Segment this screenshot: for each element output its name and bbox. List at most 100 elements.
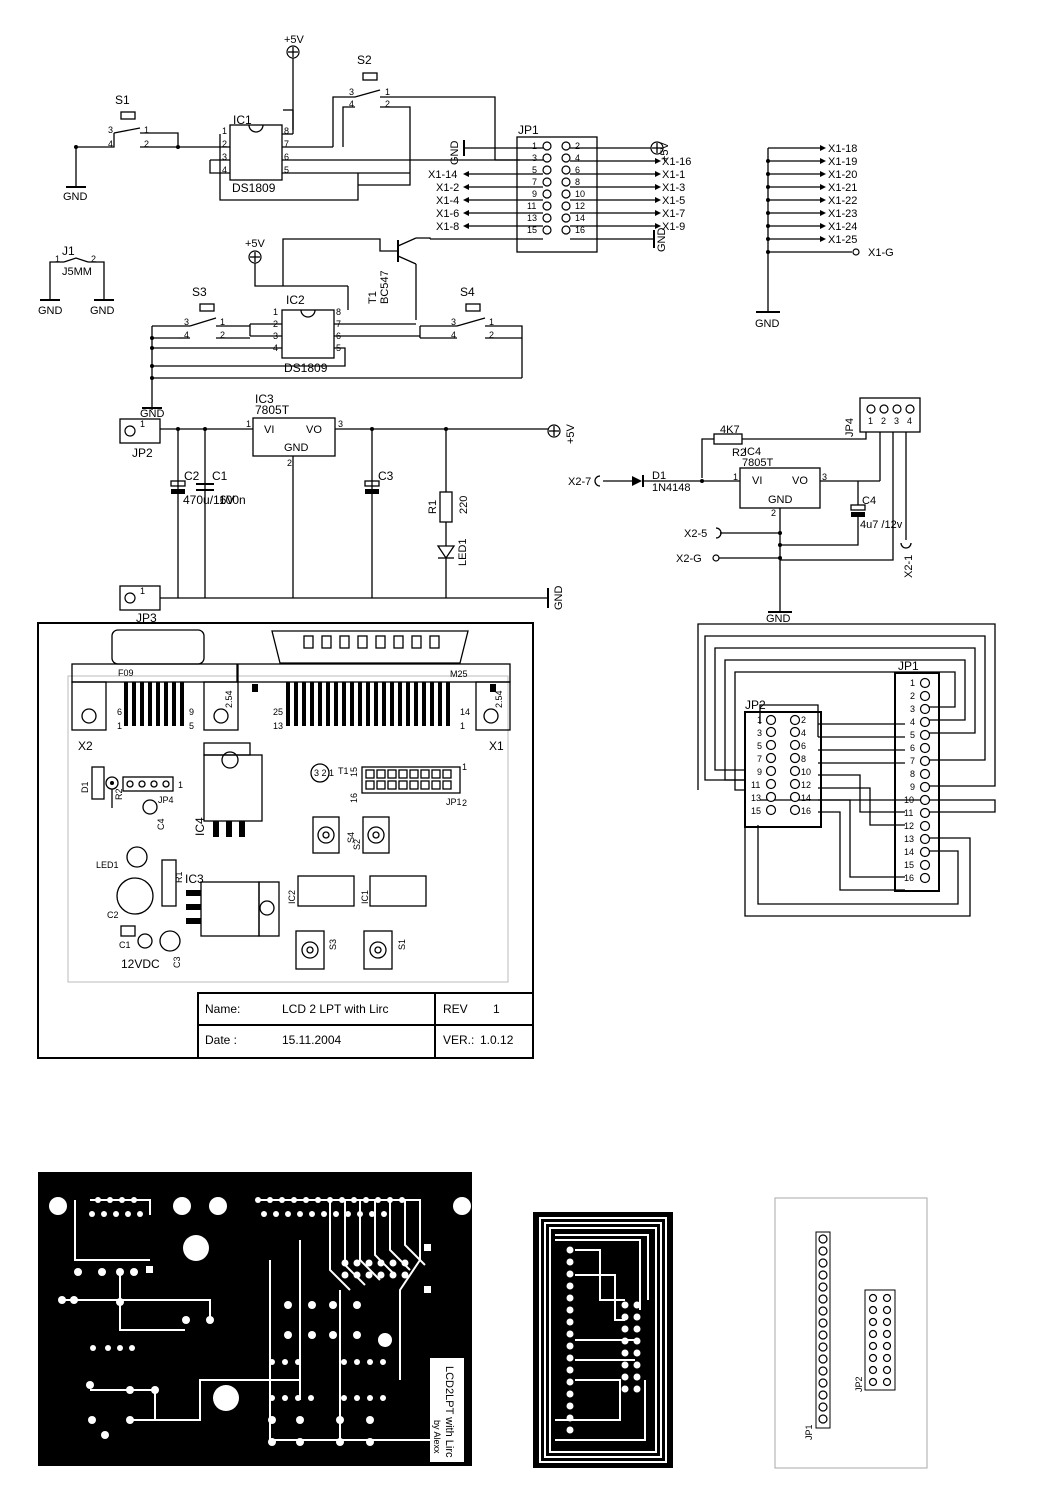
svg-text:X1-9: X1-9 [662,221,685,233]
x1-board-label: X1 [489,739,504,753]
svg-text:15: 15 [527,225,537,235]
svg-text:14: 14 [801,793,811,803]
svg-text:1: 1 [757,715,762,725]
svg-text:GND: GND [38,305,63,317]
ic1-label: IC1 [233,113,252,127]
svg-text:4: 4 [451,330,456,340]
j1-label: J1 [62,244,75,258]
s4-footprint [312,816,340,854]
title-ver-value: 1.0.12 [480,1033,514,1047]
svg-text:JP2: JP2 [745,698,766,712]
adapter-pcb-pads [566,1246,641,1434]
svg-text:X1-8: X1-8 [436,221,459,233]
svg-text:10: 10 [801,767,811,777]
svg-text:14: 14 [904,847,914,857]
placement-jp1-label: JP1 [804,1424,814,1440]
svg-text:S4: S4 [346,832,356,843]
jp1-vcc: +5V [659,141,671,162]
svg-text:1: 1 [220,317,225,327]
svg-text:9: 9 [189,707,194,717]
jp1-label: JP1 [518,123,539,137]
ir-gnd-label: GND [766,613,791,625]
svg-text:6: 6 [910,743,915,753]
svg-text:JP1: JP1 [446,797,462,807]
svg-text:13: 13 [527,213,537,223]
svg-text:1: 1 [144,125,149,135]
adapter-jp2 [744,711,822,828]
svg-text:16: 16 [904,873,914,883]
svg-text:15: 15 [349,767,359,777]
svg-text:3 2 1: 3 2 1 [314,768,334,778]
s1-footprint [363,930,393,970]
adapter-jp1 [894,672,940,892]
svg-text:13: 13 [751,793,761,803]
svg-text:1: 1 [140,586,145,596]
jp1-footprint [361,766,461,794]
svg-text:VO: VO [306,424,322,436]
adapter-placement: JP1 JP2 [774,1197,928,1469]
svg-text:3: 3 [108,125,113,135]
svg-text:D1: D1 [80,781,90,793]
s3-footprint [295,930,325,970]
svg-text:2: 2 [881,416,886,426]
pcb-mirror-title: LCD2LPT with Lirc [443,1366,455,1458]
svg-text:X1-21: X1-21 [828,182,857,194]
svg-text:5: 5 [757,741,762,751]
svg-text:1: 1 [733,472,738,482]
svg-text:R2: R2 [114,788,124,800]
jp4-label: JP4 [844,418,856,437]
svg-text:1: 1 [910,678,915,688]
svg-text:9: 9 [757,767,762,777]
svg-text:C2: C2 [107,910,119,920]
s4-label: S4 [460,285,475,299]
svg-text:IC3: IC3 [185,872,204,886]
vcc-label: +5V [284,34,305,46]
svg-text:IC2: IC2 [287,890,297,904]
jp1-left-nets [463,171,543,229]
db25-pins [286,682,450,726]
svg-text:D1: D1 [652,470,666,482]
gnd-s3: GND [140,408,165,420]
svg-text:2: 2 [801,715,806,725]
svg-text:4: 4 [575,153,580,163]
svg-text:16: 16 [801,806,811,816]
c1-label: C1 [212,469,228,483]
svg-text:T1: T1 [338,766,349,776]
svg-text:VI: VI [264,424,274,436]
svg-text:4: 4 [108,139,113,149]
svg-text:13: 13 [904,834,914,844]
t1-part: BC547 [379,270,391,304]
svg-text:IC4: IC4 [744,446,761,458]
c2-label: C2 [184,469,200,483]
svg-text:13: 13 [273,721,283,731]
svg-text:16: 16 [349,793,359,803]
r1-footprint [161,859,177,907]
c3-label: C3 [378,469,394,483]
title-block: Name: LCD 2 LPT with Lirc REV 1 Date : 1… [197,992,534,1059]
svg-text:3: 3 [910,704,915,714]
svg-text:1: 1 [246,419,251,429]
ic3-part: 7805T [255,403,290,417]
x1-g-label: X1-G [868,247,894,259]
placement-jp2-pins [868,1293,892,1387]
svg-text:C4: C4 [156,818,166,830]
ic3-label: IC3 [255,392,274,406]
title-name-value: LCD 2 LPT with Lirc [282,1002,388,1016]
led1-label: LED1 [457,538,469,566]
svg-text:4: 4 [801,728,806,738]
svg-text:4: 4 [222,165,227,175]
svg-text:12: 12 [801,780,811,790]
svg-text:C3: C3 [172,956,182,968]
svg-text:C4: C4 [862,495,876,507]
x2-1-label: X2-1 [903,555,915,578]
adapter-wiring: JP2 1 3 5 7 9 11 13 15 2 4 6 8 10 12 14 … [697,623,996,917]
svg-text:12: 12 [575,201,585,211]
jp1-gnd: GND [449,141,461,166]
svg-text:JP4: JP4 [158,795,174,805]
ic2-footprint [297,875,355,907]
svg-text:X1-14: X1-14 [428,169,457,181]
svg-text:1: 1 [462,762,467,772]
svg-text:1: 1 [273,307,278,317]
svg-text:X1-5: X1-5 [662,195,685,207]
